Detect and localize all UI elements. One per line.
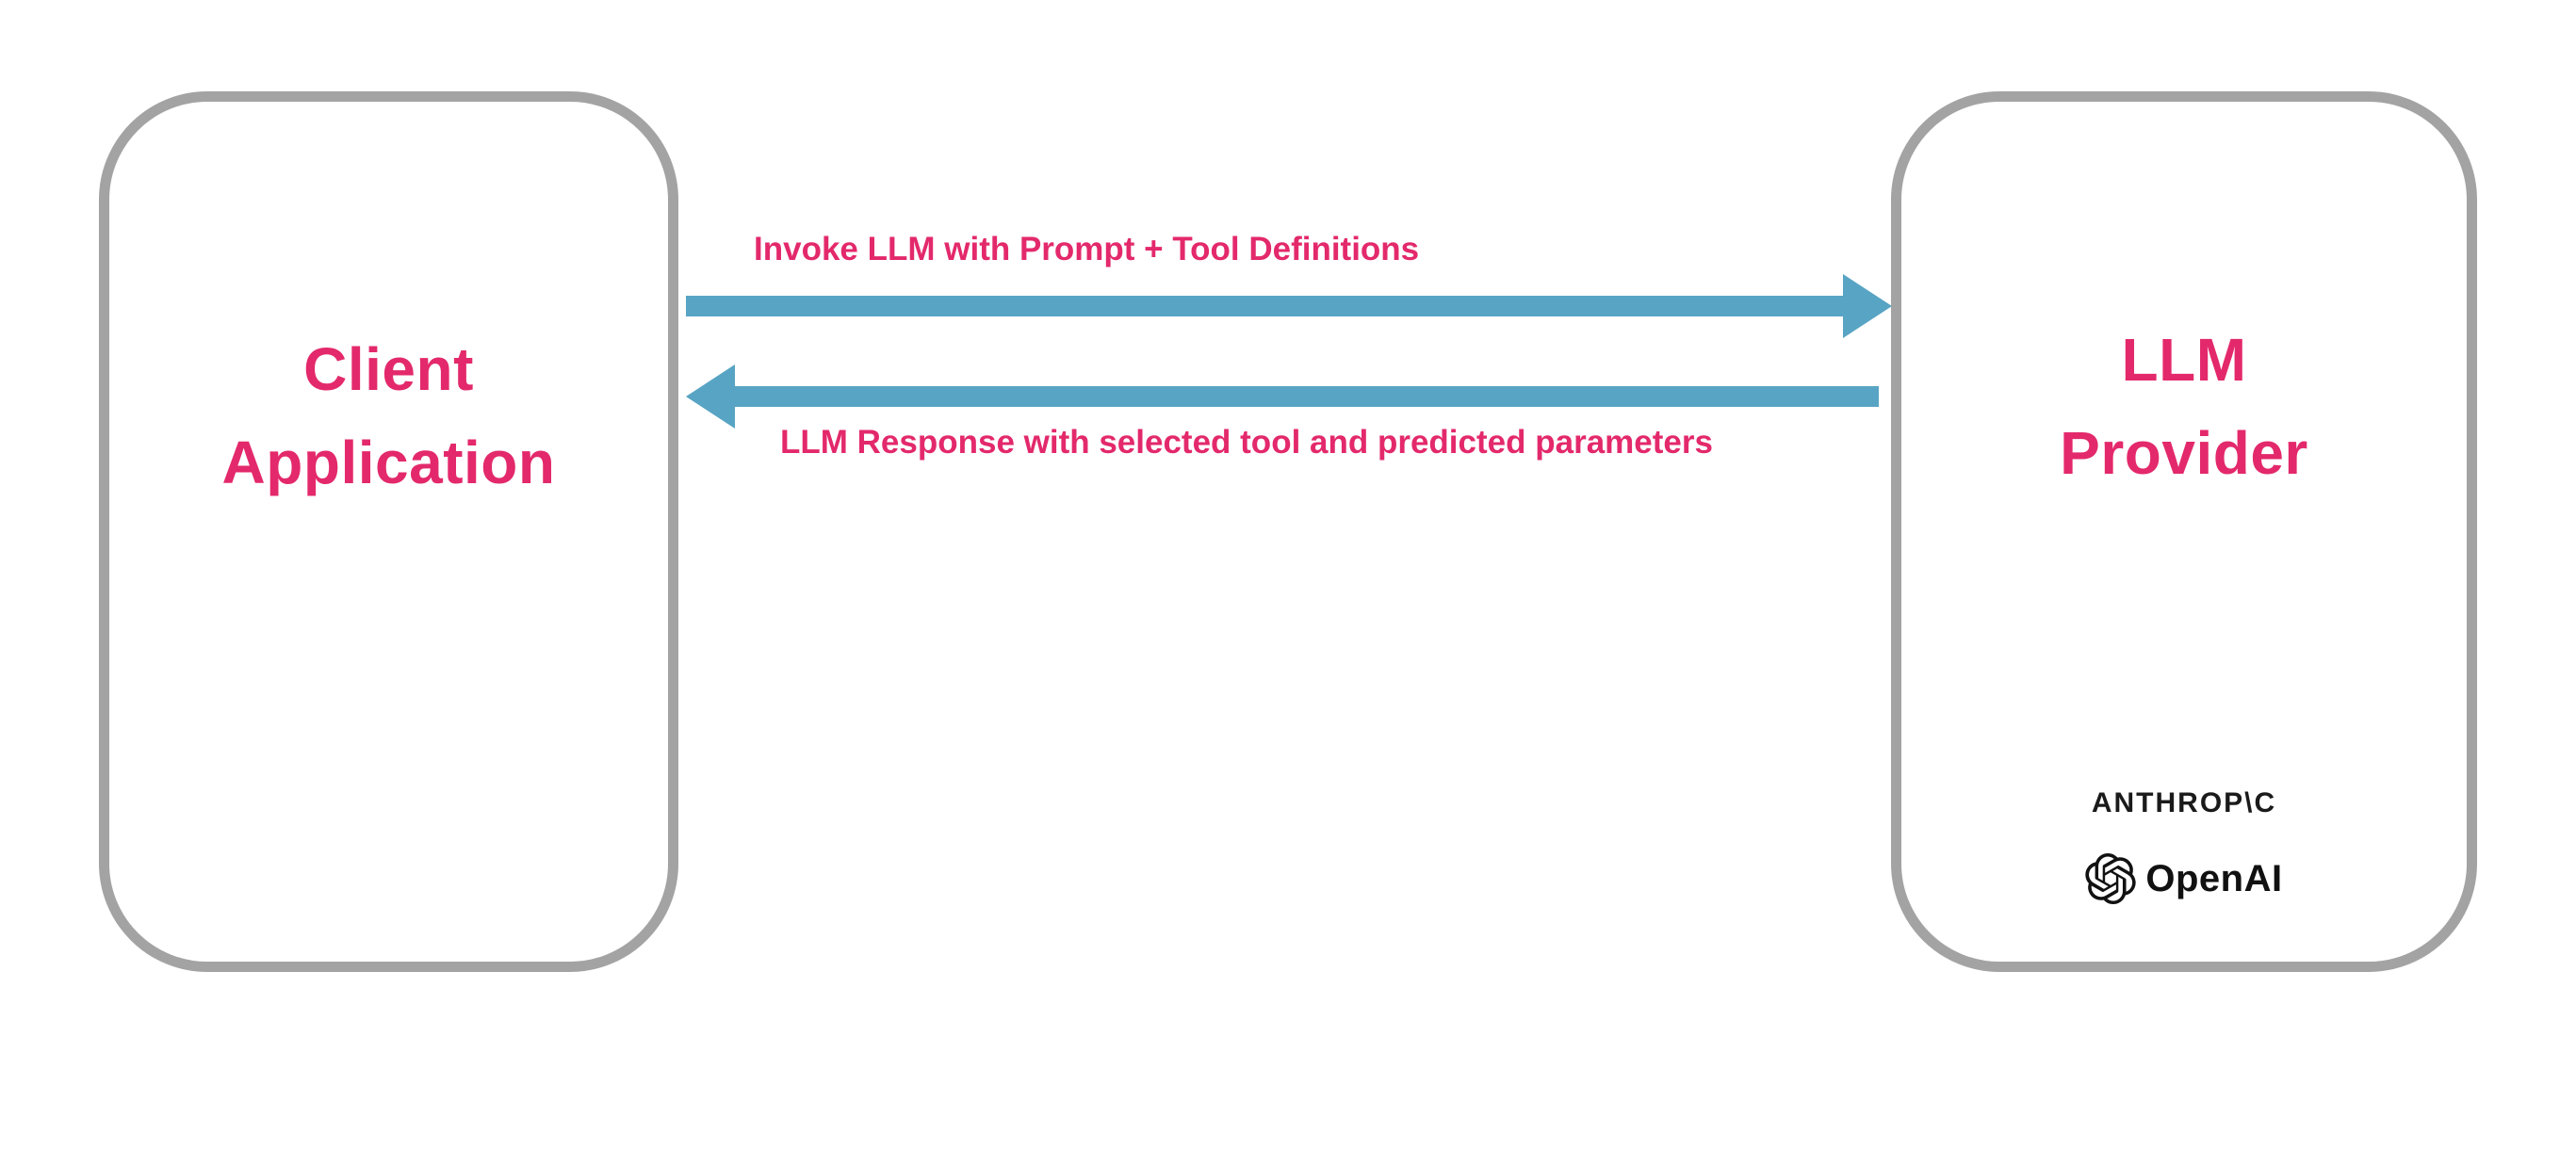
client-title-line1: Client: [303, 335, 474, 403]
response-arrowhead-left-icon: [686, 364, 735, 429]
response-arrow-label: LLM Response with selected tool and pred…: [780, 424, 1713, 461]
anthropic-wordmark: ANTHROP\C: [2091, 787, 2277, 818]
provider-title-line1: LLM: [2121, 326, 2247, 394]
request-arrow-bar: [686, 296, 1847, 316]
client-application-title: Client Application: [109, 323, 668, 510]
openai-wordmark: OpenAI: [2145, 857, 2283, 899]
llm-provider-box: LLM Provider ANTHROP\C OpenAI: [1891, 91, 2477, 972]
request-arrowhead-right-icon: [1843, 274, 1892, 338]
response-arrow-bar: [733, 386, 1879, 407]
llm-provider-title: LLM Provider: [1901, 314, 2467, 500]
openai-logo-row: OpenAI: [1901, 853, 2467, 904]
request-arrow-label: Invoke LLM with Prompt + Tool Definition…: [754, 231, 1420, 267]
client-application-box: Client Application: [99, 91, 678, 972]
openai-logo-icon: [2085, 853, 2136, 904]
client-title-line2: Application: [221, 429, 556, 497]
provider-title-line2: Provider: [2060, 419, 2308, 488]
